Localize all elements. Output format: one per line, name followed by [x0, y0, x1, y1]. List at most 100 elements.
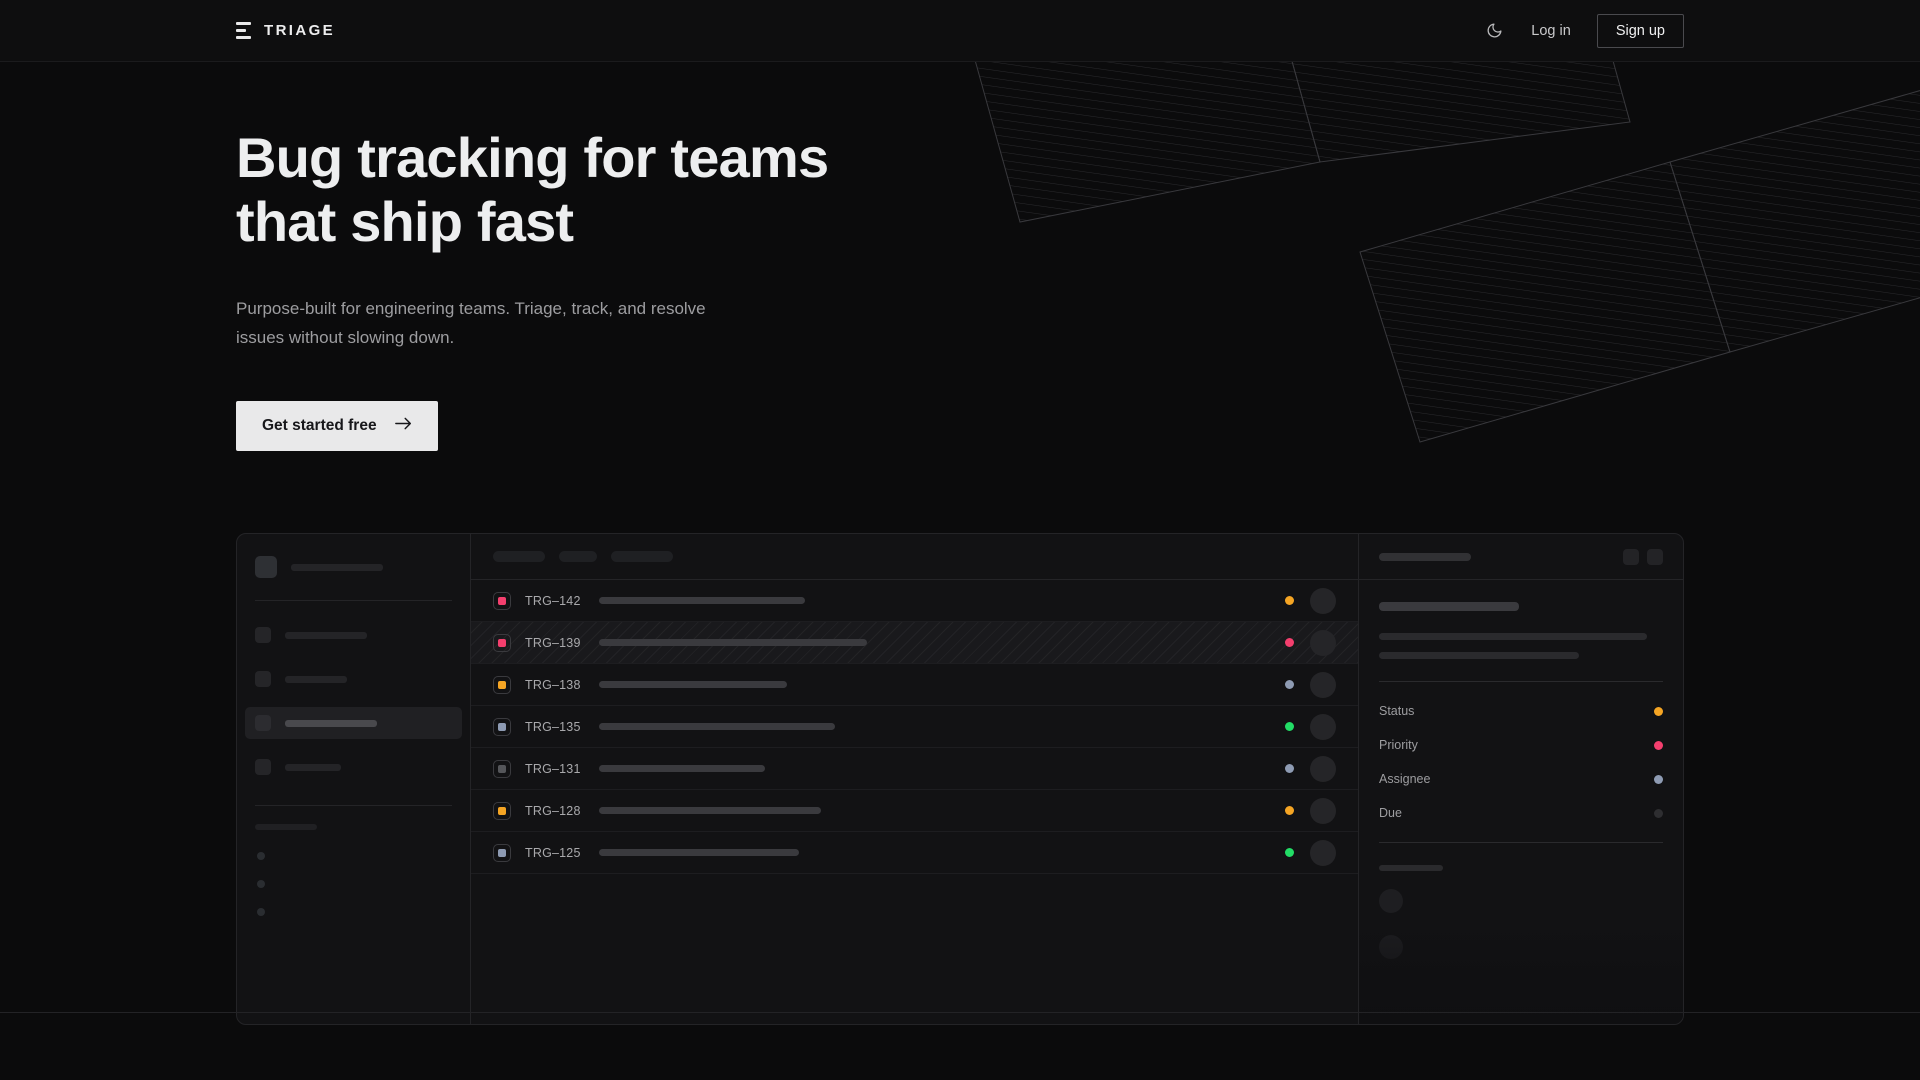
- sidebar-item-label: [285, 719, 377, 727]
- sidebar-item-icon: [255, 715, 271, 732]
- get-started-button[interactable]: Get started free: [236, 401, 438, 452]
- detail-meta-status[interactable]: Status: [1379, 704, 1663, 718]
- row-meta: [1285, 797, 1336, 824]
- filter-chip-3[interactable]: [611, 551, 673, 563]
- priority-badge: [493, 591, 511, 610]
- table-row[interactable]: TRG–128: [471, 790, 1358, 833]
- table-row[interactable]: TRG–131: [471, 748, 1358, 791]
- moon-icon[interactable]: [1483, 20, 1505, 42]
- status-dot: [1285, 638, 1294, 648]
- sidebar-item-3-active[interactable]: [245, 707, 462, 740]
- status-dot: [1285, 680, 1294, 690]
- row-meta: [1285, 587, 1336, 614]
- detail-divider-bottom: [1379, 842, 1663, 844]
- list-item: [1379, 935, 1663, 960]
- bullet-icon: [257, 880, 265, 889]
- list-item: [1379, 889, 1663, 914]
- avatar: [1310, 587, 1336, 614]
- issue-detail-panel: Status Priority Assignee Due: [1359, 534, 1683, 1025]
- status-dot: [1285, 806, 1294, 816]
- status-dot: [1654, 706, 1663, 716]
- app-preview-mockup: TRG–142 TRG–139 TRG–138: [236, 533, 1684, 1026]
- issue-title-placeholder: [599, 723, 835, 731]
- issue-title-placeholder: [599, 639, 867, 647]
- avatar: [1379, 935, 1403, 960]
- sidebar-item-label: [285, 675, 347, 683]
- login-link[interactable]: Log in: [1531, 22, 1571, 39]
- cta-label: Get started free: [262, 417, 377, 435]
- sidebar-workspace[interactable]: [255, 556, 452, 579]
- hero-heading-line-2: that ship fast: [236, 189, 574, 253]
- detail-meta-assignee[interactable]: Assignee: [1379, 772, 1663, 786]
- issue-title-placeholder: [599, 807, 821, 815]
- sidebar-divider-bottom: [255, 805, 452, 807]
- issue-list-panel: TRG–142 TRG–139 TRG–138: [471, 534, 1359, 1025]
- sidebar-item-label: [285, 763, 341, 771]
- row-meta: [1285, 839, 1336, 866]
- page-title: Bug tracking for teams that ship fast: [236, 126, 876, 254]
- avatar: [1379, 889, 1403, 914]
- detail-desc-line-1: [1379, 633, 1647, 641]
- comments-caption-placeholder: [1379, 865, 1443, 872]
- sidebar-item-icon: [255, 759, 271, 776]
- detail-meta-priority[interactable]: Priority: [1379, 738, 1663, 752]
- square-icon[interactable]: [1647, 548, 1663, 565]
- sidebar-item-4[interactable]: [245, 751, 462, 783]
- brand-logo[interactable]: TRIAGE: [236, 22, 335, 39]
- sidebar-section-caption: [255, 824, 317, 831]
- workspace-logo-icon: [255, 556, 277, 579]
- sidebar-sub-item-2[interactable]: [255, 880, 452, 889]
- avatar: [1310, 839, 1336, 866]
- detail-divider: [1379, 681, 1663, 683]
- issue-id: TRG–135: [525, 719, 581, 734]
- bullet-icon: [257, 852, 265, 861]
- signup-button[interactable]: Sign up: [1596, 13, 1684, 48]
- issue-title-placeholder: [599, 765, 765, 773]
- detail-body: Status Priority Assignee Due: [1359, 580, 1683, 1003]
- detail-header: [1359, 534, 1683, 581]
- top-navigation-bar: TRIAGE Log in Sign up: [0, 0, 1920, 62]
- stacked-bars-icon: [236, 22, 251, 39]
- avatar: [1310, 713, 1336, 740]
- sidebar-sub-item-1[interactable]: [255, 852, 452, 861]
- priority-badge: [493, 675, 511, 694]
- mockup-sidebar: [237, 534, 471, 1025]
- sidebar-item-1[interactable]: [245, 619, 462, 651]
- detail-title-placeholder: [1379, 552, 1471, 561]
- sidebar-item-2[interactable]: [245, 663, 462, 695]
- filter-chip-1[interactable]: [493, 551, 545, 563]
- issue-id: TRG–142: [525, 593, 581, 608]
- sidebar-item-icon: [255, 671, 271, 688]
- issue-id: TRG–128: [525, 803, 581, 818]
- row-meta: [1285, 629, 1336, 656]
- section-divider: [0, 1012, 1920, 1013]
- priority-badge: [493, 717, 511, 736]
- priority-dot: [1654, 740, 1663, 750]
- table-row[interactable]: TRG–138: [471, 664, 1358, 707]
- table-row[interactable]: TRG–135: [471, 706, 1358, 749]
- hero-subtitle: Purpose-built for engineering teams. Tri…: [236, 298, 706, 348]
- arrow-right-icon: [394, 417, 412, 435]
- sidebar-sub-item-3[interactable]: [255, 908, 452, 917]
- detail-meta-label: Status: [1379, 704, 1415, 719]
- detail-header-actions: [1623, 548, 1663, 565]
- detail-heading-placeholder: [1379, 602, 1519, 612]
- nav-actions: Log in Sign up: [1483, 13, 1684, 48]
- sidebar-item-label: [285, 631, 367, 639]
- square-icon[interactable]: [1623, 548, 1639, 565]
- table-row[interactable]: TRG–125: [471, 832, 1358, 875]
- row-meta: [1285, 713, 1336, 740]
- sidebar-divider-top: [255, 600, 452, 602]
- issue-id: TRG–125: [525, 845, 581, 860]
- filter-chip-2[interactable]: [559, 551, 597, 563]
- issue-title-placeholder: [599, 849, 799, 857]
- issue-id: TRG–131: [525, 761, 581, 776]
- issue-title-placeholder: [599, 681, 787, 689]
- due-dot: [1654, 808, 1663, 818]
- sidebar-item-icon: [255, 627, 271, 644]
- detail-meta-due[interactable]: Due: [1379, 806, 1663, 820]
- table-row[interactable]: TRG–142: [471, 580, 1358, 623]
- detail-meta-label: Priority: [1379, 738, 1418, 753]
- table-row[interactable]: TRG–139: [471, 622, 1358, 665]
